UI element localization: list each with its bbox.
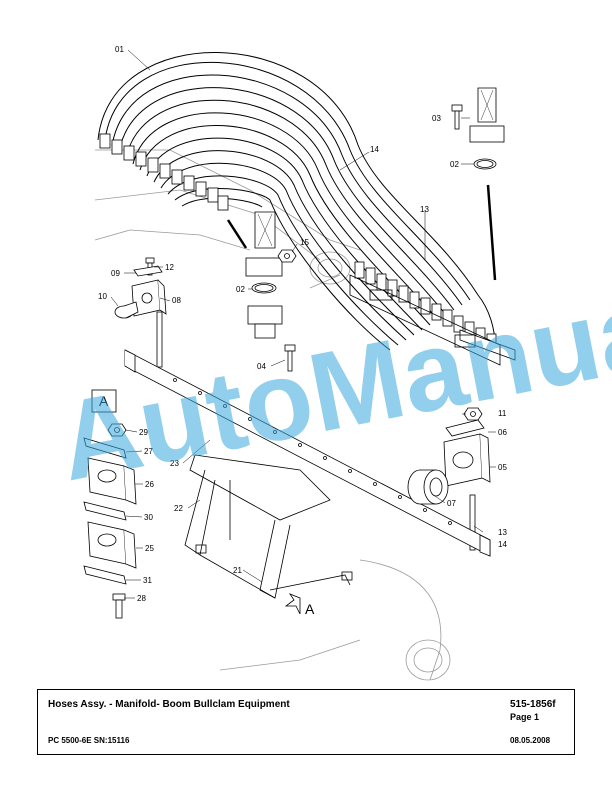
view-a-marker: A A	[91, 389, 315, 617]
callout-21: 21	[233, 566, 242, 575]
mounting-rail	[124, 349, 491, 557]
callout-labels: 01 14 13 03 02 15 12 09 10 08 02 04 11 0…	[98, 45, 507, 603]
title-block: Hoses Assy. - Manifold- Boom Bullclam Eq…	[37, 689, 575, 755]
document-code: 515-1856f	[510, 699, 556, 710]
callout-07: 07	[447, 499, 456, 508]
grommet	[407, 469, 449, 505]
callout-14a: 14	[370, 145, 379, 154]
document-date: 08.05.2008	[510, 736, 551, 745]
svg-text:A: A	[99, 393, 109, 409]
callout-28: 28	[137, 594, 146, 603]
document-title: Hoses Assy. - Manifold- Boom Bullclam Eq…	[48, 699, 290, 710]
callout-13b: 13	[498, 528, 507, 537]
clamp-stack-right	[443, 419, 491, 487]
callout-06: 06	[498, 428, 507, 437]
callout-15: 15	[300, 238, 309, 247]
svg-text:A: A	[305, 601, 315, 617]
callout-30: 30	[144, 513, 153, 522]
callout-13a: 13	[420, 205, 429, 214]
callout-25: 25	[145, 544, 154, 553]
callout-26: 26	[145, 480, 154, 489]
callout-02a: 02	[236, 285, 245, 294]
manifold-block	[349, 274, 501, 366]
flange-fitting-right	[469, 87, 505, 281]
hose-fittings-left	[99, 133, 229, 211]
callout-08: 08	[172, 296, 181, 305]
callout-14b: 14	[498, 540, 507, 549]
callout-01: 01	[115, 45, 124, 54]
background-outline	[94, 149, 451, 681]
callout-10: 10	[98, 292, 107, 301]
callout-12: 12	[165, 263, 174, 272]
clamp-stack-left	[83, 437, 137, 585]
callout-02b: 02	[450, 160, 459, 169]
callout-03: 03	[432, 114, 441, 123]
nuts	[107, 249, 483, 437]
callout-11: 11	[498, 409, 507, 418]
callout-22: 22	[174, 504, 183, 513]
callout-05: 05	[498, 463, 507, 472]
hose-fittings-right	[354, 261, 516, 361]
callout-23: 23	[170, 459, 179, 468]
callout-04: 04	[257, 362, 266, 371]
page-number: Page 1	[510, 712, 540, 722]
machine-model: PC 5500-6E SN:15116	[48, 736, 130, 745]
callout-09: 09	[111, 269, 120, 278]
flange-fitting-center	[226, 211, 283, 339]
support-bracket	[184, 454, 353, 599]
leader-lines	[110, 49, 496, 599]
callout-29: 29	[139, 428, 148, 437]
small-clamp-assembly	[114, 265, 167, 319]
callout-31: 31	[143, 576, 152, 585]
callout-27: 27	[144, 447, 153, 456]
